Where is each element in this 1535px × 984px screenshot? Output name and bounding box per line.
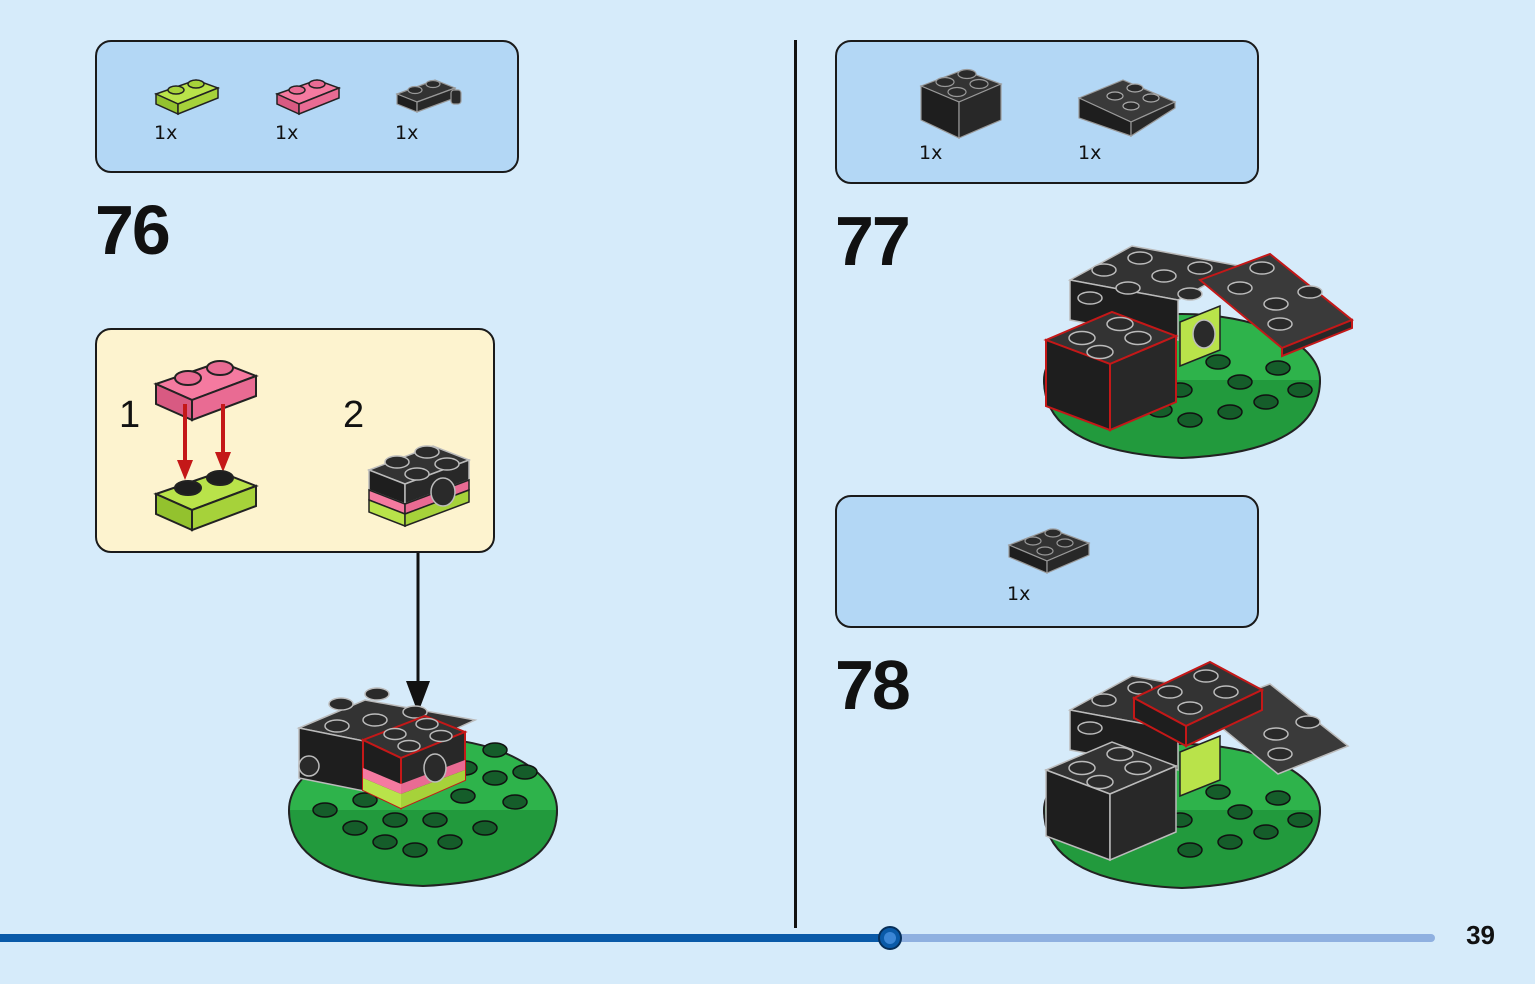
black-clip-plate-icon xyxy=(395,79,462,113)
model-step-77-icon xyxy=(1043,245,1354,460)
part-qty: 1x xyxy=(1078,142,1102,164)
part-qty: 1x xyxy=(919,142,943,164)
step-number: 76 xyxy=(95,191,171,269)
black-slope-inverted-icon xyxy=(1077,79,1177,138)
black-brick-2x2-icon xyxy=(919,68,1003,139)
model-step-76-icon xyxy=(288,687,558,888)
subassembly-model-icon xyxy=(366,445,472,528)
part-qty: 1x xyxy=(1007,583,1031,605)
step-number: 77 xyxy=(835,202,911,280)
subassembly-callout: 1 2 xyxy=(95,328,495,553)
connector-arrow-icon xyxy=(406,553,430,713)
progress-fill xyxy=(0,934,890,942)
substep-number: 2 xyxy=(343,394,365,436)
part-qty: 1x xyxy=(154,122,178,144)
substep-number: 1 xyxy=(119,394,141,436)
page-divider xyxy=(794,40,797,928)
parts-callout-step-77: 1x 1x xyxy=(835,40,1259,184)
pink-plate-1x2-icon xyxy=(153,360,259,422)
step-number: 78 xyxy=(835,646,911,724)
model-step-78-icon xyxy=(1043,660,1350,890)
parts-callout-step-78: 1x xyxy=(835,495,1259,628)
black-plate-2x2-icon xyxy=(1007,528,1091,574)
part-qty: 1x xyxy=(275,122,299,144)
pink-plate-1x2-icon xyxy=(274,79,342,116)
part-qty: 1x xyxy=(395,122,419,144)
progress-bar xyxy=(0,926,1435,950)
arrow-down-icon xyxy=(177,404,231,480)
page-number: 39 xyxy=(1466,920,1495,950)
progress-knob-center xyxy=(884,932,896,944)
parts-callout-step-76: 1x 1x 1x xyxy=(95,40,519,173)
lime-plate-1x2-icon xyxy=(153,79,221,116)
lime-plate-1x2-icon xyxy=(153,470,259,532)
